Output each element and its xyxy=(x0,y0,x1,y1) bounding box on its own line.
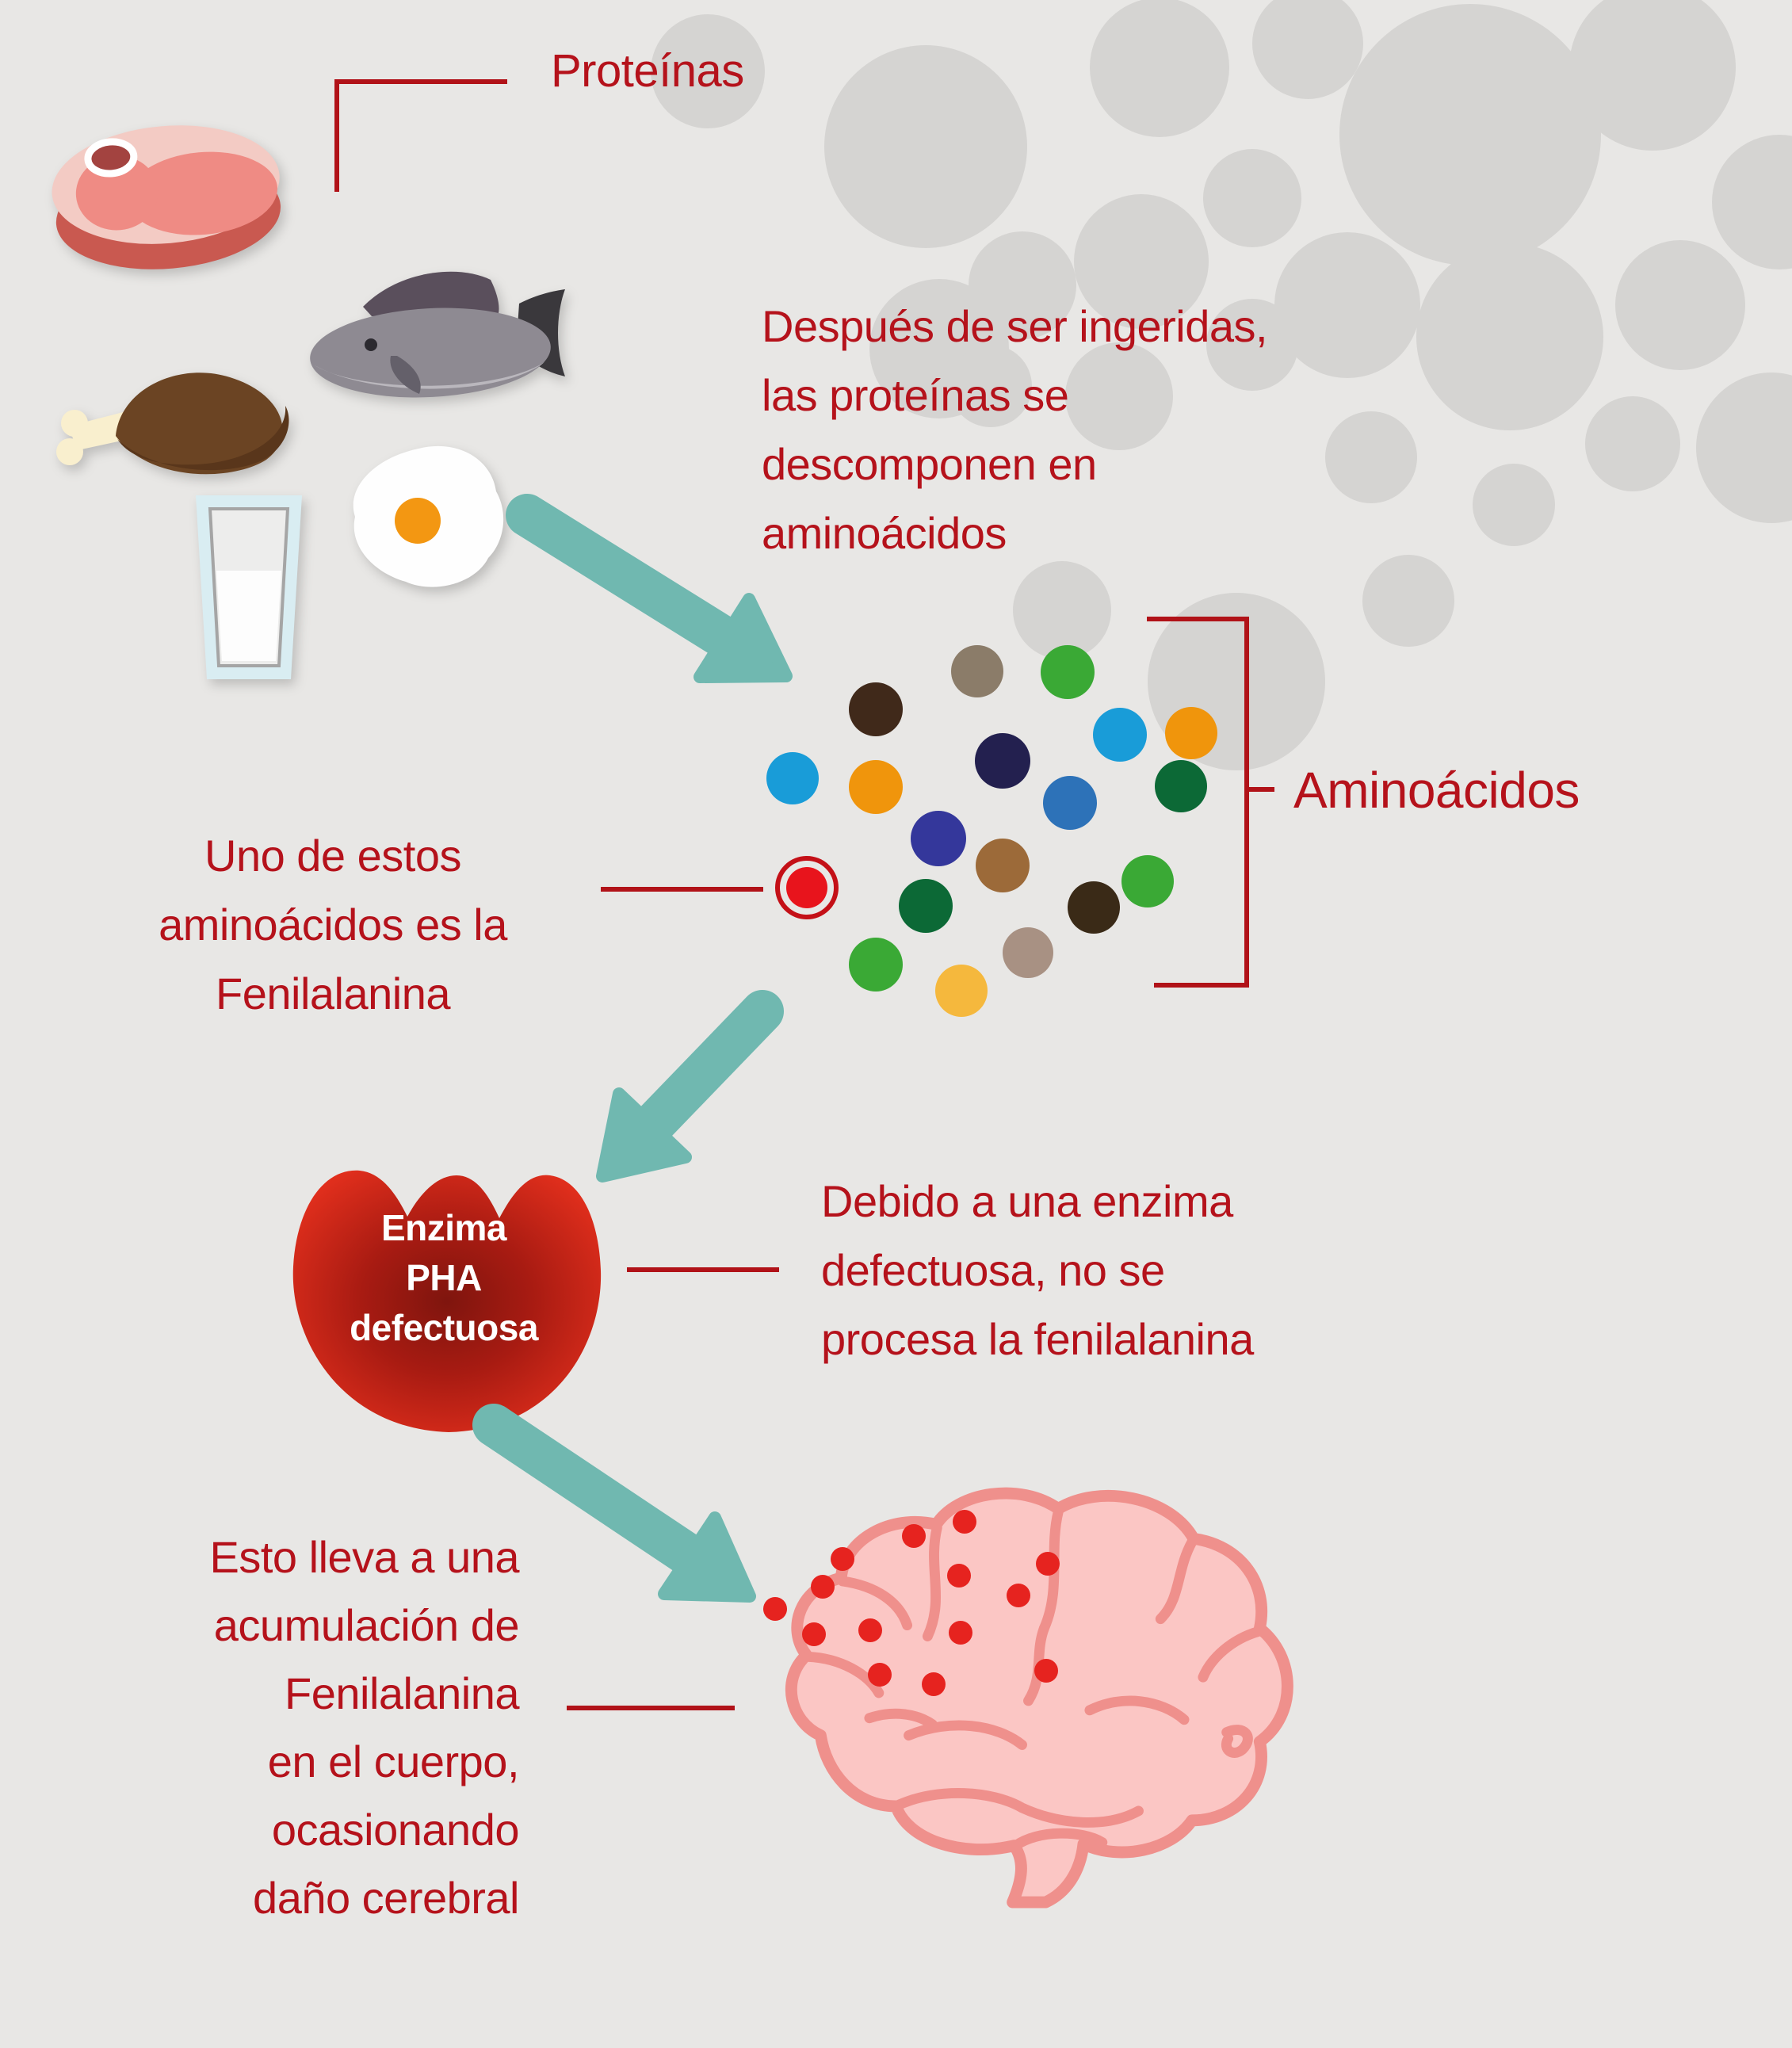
gray-circle xyxy=(1013,561,1111,659)
dark-brown-amino-dot xyxy=(1068,881,1120,934)
brain-dot xyxy=(831,1547,854,1571)
aminoacids-bracket-top xyxy=(1147,617,1249,621)
amber-amino-dot xyxy=(935,965,988,1017)
brain-dot xyxy=(1007,1584,1030,1607)
gray-circle xyxy=(1325,411,1417,503)
light-blue-amino-dot xyxy=(1093,708,1147,762)
indigo-amino-dot xyxy=(911,811,966,866)
brain-dot xyxy=(868,1663,892,1687)
dark-green-amino-dot xyxy=(899,879,953,933)
proteins-label: Proteínas xyxy=(551,45,744,97)
brain-connector xyxy=(567,1706,735,1710)
enzyme-callout: Debido a una enzima defectuosa, no se pr… xyxy=(821,1176,1254,1364)
aminoacids-bracket-tick xyxy=(1249,787,1274,792)
brain-dot xyxy=(922,1672,946,1696)
arrow-down-left-icon xyxy=(596,990,784,1183)
gray-circle xyxy=(949,345,1032,427)
enzyme-blob-icon xyxy=(292,1170,602,1432)
gray-circle xyxy=(1585,396,1680,491)
phenylalanine-dot-ring xyxy=(775,856,839,919)
gray-circle xyxy=(1274,232,1420,378)
fried-egg-icon xyxy=(353,445,504,587)
light-taupe-amino-dot xyxy=(1003,927,1053,978)
brown-amino-dot xyxy=(976,839,1030,892)
brain-dot xyxy=(953,1510,976,1534)
brain-dot xyxy=(763,1597,787,1621)
orange-amino-dot xyxy=(1165,707,1217,759)
proteins-connector-horizontal xyxy=(334,79,507,84)
brain-dot xyxy=(858,1618,882,1642)
enzyme-blob-label: Enzima PHA defectuosa xyxy=(350,1207,538,1348)
aminoacids-bracket-vertical xyxy=(1244,617,1249,986)
fish-icon xyxy=(310,271,565,398)
gray-circle xyxy=(1473,464,1555,546)
gray-circle xyxy=(1615,240,1745,370)
brain-dot xyxy=(949,1621,972,1645)
light-blue-amino-dot xyxy=(766,752,819,804)
brain-dot xyxy=(1034,1659,1058,1683)
steak-icon xyxy=(52,125,281,269)
enzyme-connector xyxy=(627,1267,779,1272)
digestion-callout: Después de ser ingeridas, las proteínas … xyxy=(762,301,1268,558)
dark-brown-amino-dot xyxy=(849,682,903,736)
aminoacids-bracket-bottom xyxy=(1154,983,1249,988)
brain-dot xyxy=(1036,1552,1060,1576)
gray-circle xyxy=(1339,4,1601,266)
milk-glass-icon xyxy=(196,495,302,679)
gray-circle xyxy=(824,45,1027,248)
gray-circle xyxy=(1362,555,1454,647)
gray-circle xyxy=(651,14,765,128)
brain-dot xyxy=(902,1524,926,1548)
gray-circle xyxy=(1569,0,1736,151)
accumulation-callout: Esto lleva a una acumulación de Fenilala… xyxy=(209,1532,520,1923)
phenylalanine-connector xyxy=(601,887,763,892)
navy-amino-dot xyxy=(975,733,1030,789)
brain-dot xyxy=(947,1564,971,1588)
arrow-down-right-icon xyxy=(506,494,793,683)
chicken-leg-icon xyxy=(56,373,289,475)
arrow-down-right-icon-2 xyxy=(472,1404,756,1603)
green-amino-dot xyxy=(1121,855,1174,907)
green-amino-dot xyxy=(1041,645,1095,699)
phenylalanine-callout: Uno de estos aminoácidos es la Fenilalan… xyxy=(159,831,507,1018)
dark-green-amino-dot xyxy=(1155,760,1207,812)
aminoacids-label: Aminoácidos xyxy=(1293,762,1580,819)
proteins-connector-vertical xyxy=(334,79,339,192)
gray-circle xyxy=(1065,342,1173,450)
gray-circle xyxy=(1090,0,1229,137)
taupe-amino-dot xyxy=(951,645,1003,697)
gray-circle xyxy=(1074,194,1209,329)
gray-circle xyxy=(1203,149,1301,247)
medium-blue-amino-dot xyxy=(1043,776,1097,830)
brain-dot xyxy=(811,1575,835,1599)
gray-circle xyxy=(1252,0,1363,99)
brain-dot xyxy=(802,1622,826,1646)
brain-icon xyxy=(785,1487,1293,1909)
orange-amino-dot xyxy=(849,760,903,814)
gray-circle xyxy=(1416,243,1603,430)
green-amino-dot xyxy=(849,938,903,992)
